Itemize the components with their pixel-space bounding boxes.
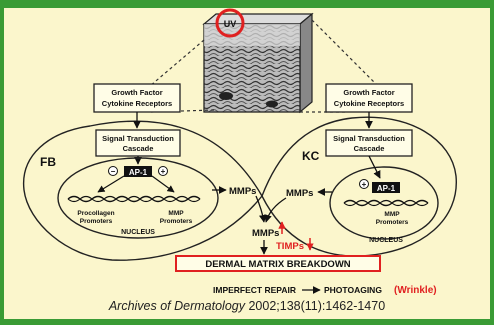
kc-activate-symbol bbox=[359, 179, 369, 189]
fb-nucleus-label: NUCLEUS bbox=[121, 229, 155, 236]
repair-label: IMPERFECT REPAIR bbox=[213, 285, 296, 295]
fb-dna-strand-2 bbox=[67, 195, 201, 203]
wrinkle-label: (Wrinkle) bbox=[394, 285, 437, 296]
fb-arrow-procollagen bbox=[97, 175, 125, 193]
fb-mmps-label: MMPs bbox=[229, 186, 256, 197]
fb-dna-strand bbox=[67, 195, 201, 203]
kc-arrow-cascade-ap1 bbox=[368, 155, 381, 179]
kc-receptors-line1: Growth Factor bbox=[343, 88, 394, 97]
fb-plus: + bbox=[161, 167, 166, 176]
fb-receptors-line1: Growth Factor bbox=[111, 88, 162, 97]
fb-cascade-line2: Cascade bbox=[123, 144, 154, 153]
center-mmps-label: MMPs bbox=[252, 228, 279, 239]
kc-receptors-line2: Cytokine Receptors bbox=[334, 99, 404, 108]
kc-label: KC bbox=[302, 149, 320, 163]
kc-plus: + bbox=[362, 180, 367, 189]
breakdown-label: DERMAL MATRIX BREAKDOWN bbox=[205, 259, 350, 270]
uv-label: UV bbox=[224, 19, 237, 29]
citation-reference: 2002;138(11):1462-1470 bbox=[245, 299, 386, 313]
photoaging-label: PHOTOAGING bbox=[324, 285, 382, 295]
fb-nucleus-outline bbox=[57, 157, 219, 239]
fb-ap1-label: AP-1 bbox=[129, 168, 148, 177]
converge-arrow-left bbox=[255, 195, 267, 223]
citation-journal: Archives of Dermatology bbox=[108, 299, 245, 313]
fb-ap1-box bbox=[124, 166, 152, 177]
fb-procollagen-line1: Procollagen bbox=[77, 210, 114, 217]
kc-dna-strand-2 bbox=[343, 199, 429, 207]
breakdown-box bbox=[175, 255, 381, 272]
fb-mmp-promoter-line2: Promoters bbox=[160, 218, 193, 225]
fb-procollagen-line2: Promoters bbox=[80, 218, 113, 225]
kc-mmp-promoter-line1: MMP bbox=[384, 211, 400, 218]
fb-inhibit-symbol bbox=[108, 166, 118, 176]
kc-nucleus-outline bbox=[329, 166, 439, 240]
kc-mmps-label: MMPs bbox=[286, 188, 313, 199]
skin-tissue-block bbox=[202, 12, 314, 114]
kc-nucleus-label: NUCLEUS bbox=[369, 237, 403, 244]
fb-minus: − bbox=[111, 167, 116, 176]
fb-arrow-mmp-promoter bbox=[151, 175, 175, 193]
kc-ap1-box bbox=[372, 182, 400, 193]
kc-cell-outline bbox=[261, 116, 457, 257]
fb-activate-symbol bbox=[158, 166, 168, 176]
kc-cascade-line1: Signal Transduction bbox=[333, 134, 405, 143]
fb-cascade-line1: Signal Transduction bbox=[102, 134, 174, 143]
kc-dna-strand bbox=[343, 199, 429, 207]
center-timps-label: TIMPs bbox=[276, 241, 304, 252]
fb-label: FB bbox=[40, 155, 56, 169]
converge-arrow-right bbox=[264, 197, 287, 223]
fb-receptors-line2: Cytokine Receptors bbox=[102, 99, 172, 108]
kc-ap1-label: AP-1 bbox=[377, 184, 396, 193]
kc-cascade-line2: Cascade bbox=[354, 144, 385, 153]
fb-cell-outline bbox=[22, 120, 263, 261]
kc-mmp-promoter-line2: Promoters bbox=[376, 219, 409, 226]
dashed-connectors bbox=[149, 19, 377, 113]
citation: Archives of Dermatology 2002;138(11):146… bbox=[0, 299, 494, 313]
kc-cascade-box bbox=[325, 129, 413, 157]
fb-mmp-promoter-line1: MMP bbox=[168, 210, 184, 217]
uv-marker: UV bbox=[215, 8, 245, 38]
